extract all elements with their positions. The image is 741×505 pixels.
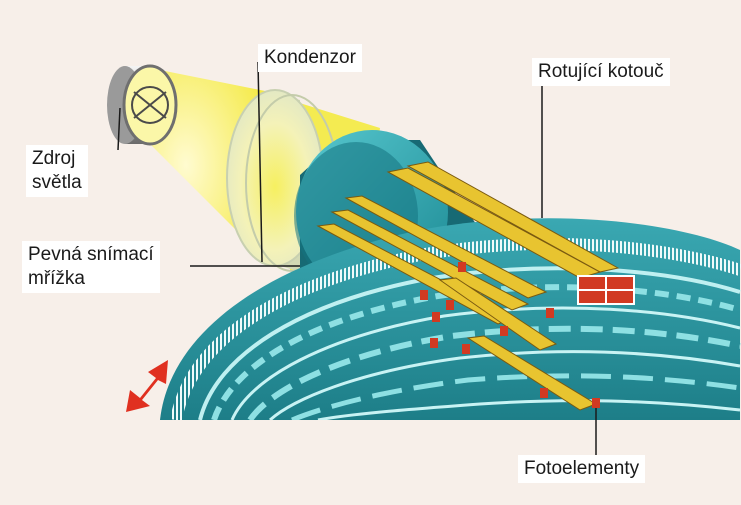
lamp-icon <box>107 64 178 146</box>
label-rotating-disc: Rotující kotouč <box>532 58 670 86</box>
double-arrow-icon <box>126 360 168 412</box>
label-photo-elements: Fotoelementy <box>518 455 646 483</box>
leader-lines <box>117 61 597 458</box>
label-condenser: Kondenzor <box>258 44 362 72</box>
photo-elements <box>420 262 635 408</box>
label-light-source: Zdroj světla <box>26 145 88 197</box>
grid-slit-bars <box>316 161 620 411</box>
label-fixed-grid: Pevná snímací mřížka <box>22 241 160 293</box>
